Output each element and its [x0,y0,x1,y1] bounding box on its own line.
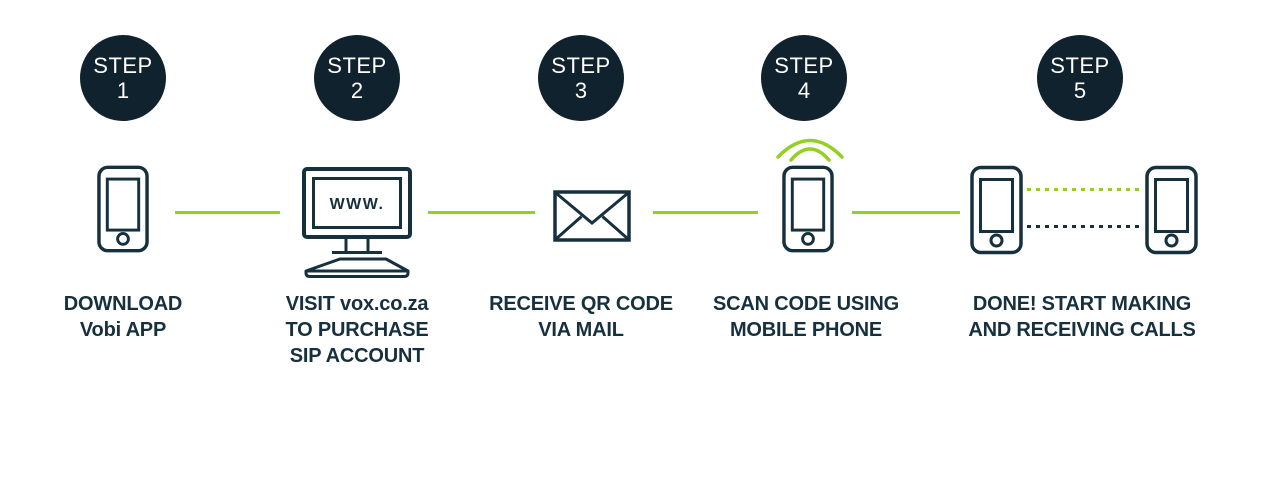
smartphone-icon [1145,165,1198,255]
label-line: AND RECEIVING CALLS [968,319,1196,341]
smartphone-icon [97,165,149,253]
step-badge-number: 1 [116,78,130,103]
label-line: SCAN CODE USING [713,293,899,315]
step-badge-label: STEP [93,53,153,78]
step-1-label: DOWNLOAD Vobi APP [0,291,253,343]
smartphone-icon [782,165,834,253]
step-badge-label: STEP [327,53,387,78]
step-4-label: SCAN CODE USING MOBILE PHONE [676,291,936,343]
label-line: DOWNLOAD [63,293,183,315]
connector-line-step4-step5 [852,211,960,214]
step-3-badge: STEP 3 [538,35,624,121]
step-badge-label: STEP [1050,53,1110,78]
step-2-badge: STEP 2 [314,35,400,121]
step-3-label: RECEIVE QR CODE VIA MAIL [451,291,711,343]
connector-line-step1-step2 [175,211,280,214]
label-line: SIP ACCOUNT [289,345,425,367]
step-1-badge: STEP 1 [80,35,166,121]
step-5-label: DONE! START MAKING AND RECEIVING CALLS [952,291,1212,343]
label-line: DONE! START MAKING [972,293,1192,315]
two-smartphones-connected-icon [970,165,1198,255]
connector-line-step3-step4 [653,211,758,214]
smartphone-icon [970,165,1023,255]
step-5-badge: STEP 5 [1037,35,1123,121]
envelope-icon [553,190,631,242]
step-badge-label: STEP [774,53,834,78]
step-badge-number: 2 [350,78,364,103]
step-badge-label: STEP [551,53,611,78]
label-line: MOBILE PHONE [729,319,883,341]
call-link-dotted-line-green [1027,188,1139,191]
desktop-computer-icon: WWW. [302,167,412,281]
step-2-label: VISIT vox.co.za TO PURCHASE SIP ACCOUNT [227,291,487,369]
wireless-signal-icon [776,138,844,162]
label-line: VIA MAIL [538,319,624,341]
monitor-screen-text: WWW. [330,196,385,213]
step-badge-number: 5 [1073,78,1087,103]
label-line: Vobi APP [79,319,167,341]
step-4-badge: STEP 4 [761,35,847,121]
label-line: TO PURCHASE [285,319,429,341]
label-line: VISIT vox.co.za [285,293,429,315]
connector-line-step2-step3 [428,211,535,214]
call-link-dotted-line-dark [1027,225,1139,228]
step-badge-number: 3 [574,78,588,103]
step-badge-number: 4 [797,78,811,103]
label-line: RECEIVE QR CODE [489,293,673,315]
